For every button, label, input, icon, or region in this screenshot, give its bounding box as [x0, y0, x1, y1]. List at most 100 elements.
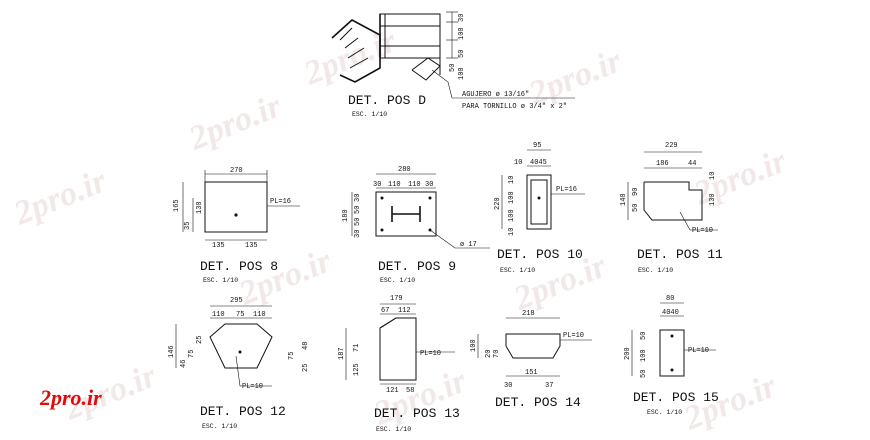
dim-label: 146 [168, 345, 176, 358]
scale-label: ESC. 1/10 [647, 409, 682, 416]
detail-pos-13: 179 67 112 187 125 71 121 58 PL=10 DET. … [338, 295, 460, 433]
hole-diameter-label: ø 17 [460, 241, 477, 249]
plate-thickness-label: PL=10 [692, 227, 713, 235]
dim-label: 135 [245, 242, 258, 250]
plate-outline [505, 333, 561, 359]
dim-label: 37 [545, 382, 553, 390]
dim-label: 48 [302, 342, 310, 350]
watermark-text: 2pro.ir [368, 362, 472, 433]
dim-label: 30 [354, 230, 362, 238]
detail-title: DET. POS D [348, 93, 426, 108]
plate-thickness-label: PL=10 [563, 332, 584, 340]
plate-outline [659, 329, 685, 377]
dim-label: 100 [508, 209, 516, 222]
dim-label: 110 [408, 181, 421, 189]
plate-thickness-label: PL=10 [420, 350, 441, 358]
dim-label: 100 [470, 339, 478, 352]
dim-label: 270 [230, 167, 243, 175]
dim-label: 165 [173, 199, 181, 212]
dim-label: 112 [398, 307, 411, 315]
dim-label: 71 [353, 344, 361, 352]
detail-pos-12: 295 110 75 110 146 46 75 25 75 48 25 PL=… [168, 297, 310, 430]
plate-outline [375, 191, 437, 237]
plate-outline [379, 317, 417, 381]
dim-label: 10 [508, 176, 516, 184]
detail-title: DET. POS 9 [378, 259, 456, 274]
plate-outline [526, 174, 552, 230]
dim-label: 90 [632, 188, 640, 196]
detail-title: DET. POS 8 [200, 259, 278, 274]
plate-thickness-label: PL=10 [688, 347, 709, 355]
detail-title: DET. POS 10 [497, 247, 583, 262]
dim-label: 44 [688, 160, 696, 168]
dim-label: 46 [180, 360, 188, 368]
dim-label: 180 [342, 209, 350, 222]
detail-pos-9: 280 30 110 110 30 180 30 50 50 30 ø 17 D… [342, 166, 490, 284]
hole-note: AGUJERO ø 13/16" [462, 91, 529, 99]
dim-label: 50 [458, 50, 466, 58]
dim-label: 30 [458, 14, 466, 22]
detail-title: DET. POS 11 [637, 247, 723, 262]
scale-label: ESC. 1/10 [202, 423, 237, 430]
detail-title: DET. POS 15 [633, 390, 719, 405]
dim-label: 50 [640, 332, 648, 340]
dim-label: 58 [406, 387, 414, 395]
dim-label: 179 [390, 295, 403, 303]
plate-outline [209, 323, 273, 369]
plate-thickness-label: PL=16 [270, 198, 291, 206]
dim-label: 30 [354, 194, 362, 202]
bolt-plate [411, 57, 441, 81]
dim-label: 280 [398, 166, 411, 174]
watermark-text: 2pro.ir [8, 162, 112, 233]
dim-label: 67 [381, 307, 389, 315]
dim-label: 30 [373, 181, 381, 189]
dim-label: 4040 [662, 309, 679, 317]
dim-label: 220 [494, 197, 502, 210]
brand-logo: 2pro.ir [39, 385, 102, 410]
watermark-text: 2pro.ir [298, 22, 402, 93]
dim-label: 75 [288, 352, 296, 360]
dim-label: 10 [508, 228, 516, 236]
dim-label: 186 [656, 160, 669, 168]
dim-label: 100 [508, 191, 516, 204]
dim-label: 75 [188, 350, 196, 358]
dim-label: 229 [665, 142, 678, 150]
dim-label: 100 [458, 67, 466, 80]
detail-pos-15: 80 4040 200 50 100 50 PL=10 DET. POS 15 … [624, 295, 719, 416]
watermark-text: 2pro.ir [688, 142, 792, 213]
scale-label: ESC. 1/10 [376, 426, 411, 433]
dim-label: 100 [458, 27, 466, 40]
plate-outline [643, 181, 703, 221]
dim-label: 50 [632, 204, 640, 212]
dim-label: 50 [449, 64, 457, 72]
detail-title: DET. POS 12 [200, 404, 286, 419]
dim-label: 140 [620, 193, 628, 206]
scale-label: ESC. 1/10 [500, 267, 535, 274]
bolt-note: PARA TORNILLO ø 3/4" x 2" [462, 103, 567, 111]
dim-label: 110 [253, 311, 266, 319]
dim-label: 110 [388, 181, 401, 189]
plate-outline [204, 181, 268, 233]
dim-label: 4045 [530, 159, 547, 167]
detail-title: DET. POS 14 [495, 395, 581, 410]
dim-label: 70 [493, 350, 501, 358]
dim-label: 100 [640, 349, 648, 362]
dim-label: 110 [212, 311, 225, 319]
watermark-text: 2pro.ir [233, 242, 337, 313]
dim-label: 80 [666, 295, 674, 303]
detail-pos-11: 229 186 44 140 50 90 10 130 PL=10 DET. P… [620, 142, 723, 274]
dim-label: 218 [522, 310, 535, 318]
dim-label: 20 [485, 350, 493, 358]
dim-label: 295 [230, 297, 243, 305]
dim-label: 151 [525, 369, 538, 377]
dim-label: 25 [302, 364, 310, 372]
detail-pos-14: 218 100 20 70 151 30 37 PL=10 DET. POS 1… [470, 310, 592, 410]
scale-label: ESC. 1/10 [352, 111, 387, 118]
detail-pos-8: 270 165 35 130 135 135 PL=16 DET. POS 8 … [173, 167, 300, 284]
scale-label: ESC. 1/10 [203, 277, 238, 284]
dim-label: 187 [338, 347, 346, 360]
detail-pos-10: PL=16 95 10 4045 220 10 100 100 10 DET. … [494, 142, 585, 274]
watermark-layer: 2pro.ir 2pro.ir 2pro.ir 2pro.ir 2pro.ir … [8, 22, 792, 438]
dim-label: 121 [386, 387, 399, 395]
